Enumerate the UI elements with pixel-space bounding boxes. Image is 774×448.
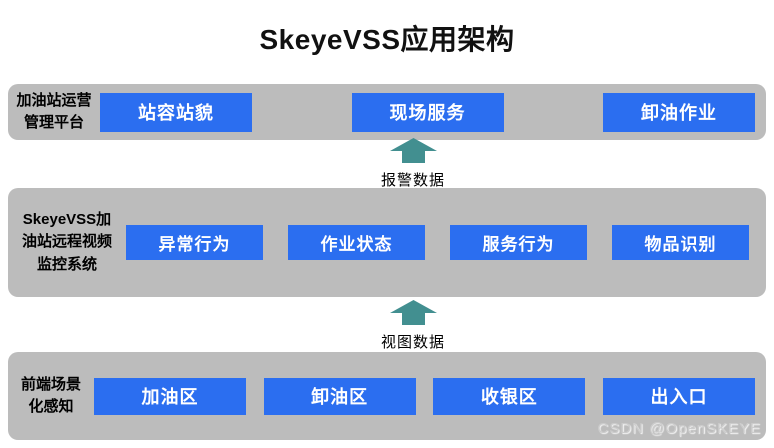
layer-platform-label: 加油站运营 管理平台 bbox=[16, 91, 92, 132]
page-title: SkeyeVSS应用架构 bbox=[259, 24, 515, 55]
unloading-area-node: 卸油区 bbox=[263, 377, 416, 415]
watermark: CSDN @OpenSKEYE bbox=[597, 420, 761, 437]
view-data-label: 视图数据 bbox=[380, 334, 445, 351]
refueling-area-node: 加油区 bbox=[94, 377, 246, 415]
layer-vss-button-row: 异常行为 作业状态 服务行为 物品识别 bbox=[126, 225, 749, 260]
object-recognition-node: 物品识别 bbox=[612, 225, 749, 260]
oil-unloading-operation-node: 卸油作业 bbox=[603, 92, 755, 132]
view-data-flow: 视图数据 bbox=[352, 300, 474, 352]
layer-frontend-button-row: 加油区 卸油区 收银区 出入口 bbox=[94, 377, 755, 415]
entrance-exit-node: 出入口 bbox=[602, 377, 755, 415]
station-appearance-node: 站容站貌 bbox=[100, 92, 252, 132]
service-behavior-node: 服务行为 bbox=[450, 225, 587, 260]
cashier-area-node: 收银区 bbox=[433, 377, 586, 415]
onsite-service-node: 现场服务 bbox=[351, 92, 504, 132]
layer-platform-button-row: 站容站貌 现场服务 卸油作业 bbox=[100, 92, 755, 132]
up-arrow-icon bbox=[389, 138, 437, 163]
up-arrow-icon bbox=[389, 300, 437, 325]
abnormal-behavior-node: 异常行为 bbox=[126, 225, 263, 260]
layer-frontend-label: 前端场景 化感知 bbox=[20, 375, 81, 416]
layer-frontend-band: 前端场景 化感知 加油区 卸油区 收银区 出入口 bbox=[8, 352, 766, 440]
layer-platform-band: 加油站运营 管理平台 站容站貌 现场服务 卸油作业 bbox=[8, 84, 766, 140]
operation-status-node: 作业状态 bbox=[288, 225, 425, 260]
layer-vss-label: SkeyeVSS加 油站远程视频 监控系统 bbox=[21, 210, 112, 273]
alarm-data-label: 报警数据 bbox=[380, 172, 445, 189]
alarm-data-flow: 报警数据 bbox=[352, 138, 474, 190]
layer-vss-band: SkeyeVSS加 油站远程视频 监控系统 异常行为 作业状态 服务行为 物品识… bbox=[8, 188, 766, 297]
